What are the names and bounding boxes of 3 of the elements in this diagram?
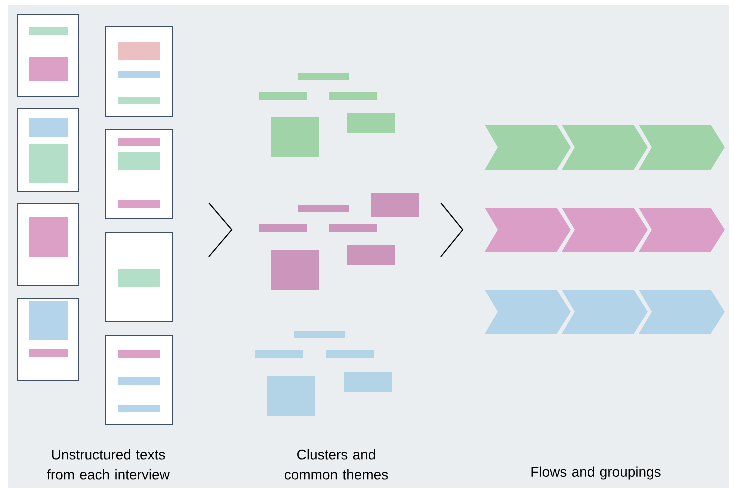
- column-caption: Flows and groupings: [532, 466, 661, 480]
- column-caption: Clusters and common themes: [284, 450, 388, 480]
- column-caption: Unstructured texts from each interview: [47, 450, 170, 480]
